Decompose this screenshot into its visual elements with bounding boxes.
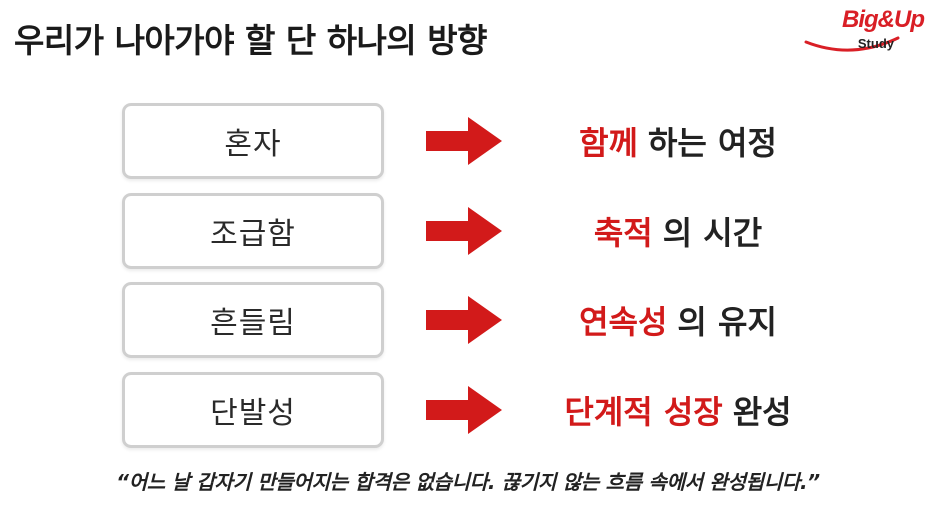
right-arrow-icon bbox=[426, 117, 502, 165]
result-highlight: 연속성 bbox=[579, 303, 668, 341]
right-arrow-icon bbox=[426, 386, 502, 434]
logo-sub-text: Study bbox=[857, 36, 894, 51]
right-arrow-icon bbox=[426, 207, 502, 255]
page-title: 우리가 나아가야 할 단 하나의 방향 bbox=[14, 21, 487, 60]
result-rest: 의 유지 bbox=[677, 303, 777, 341]
from-box: 단발성 bbox=[122, 372, 384, 448]
result-highlight: 단계적 성장 bbox=[564, 393, 723, 431]
result-rest: 하는 여정 bbox=[647, 124, 777, 162]
logo: Big&Up Study bbox=[804, 6, 925, 60]
result-rest: 완성 bbox=[732, 393, 792, 431]
logo-swoosh-icon bbox=[804, 36, 900, 52]
quote-text: “어느 날 갑자기 만들어지는 합격은 없습니다. 끊기지 않는 흐름 속에서 … bbox=[116, 470, 820, 494]
from-box: 조급함 bbox=[122, 193, 384, 269]
result-highlight: 축적 bbox=[593, 214, 653, 252]
from-box: 흔들림 bbox=[122, 282, 384, 358]
right-arrow-icon bbox=[426, 296, 502, 344]
logo-main-text: Big&Up bbox=[842, 6, 925, 33]
result-highlight: 함께 bbox=[579, 124, 638, 162]
result-rest: 의 시간 bbox=[662, 214, 763, 252]
from-box: 혼자 bbox=[122, 103, 384, 179]
